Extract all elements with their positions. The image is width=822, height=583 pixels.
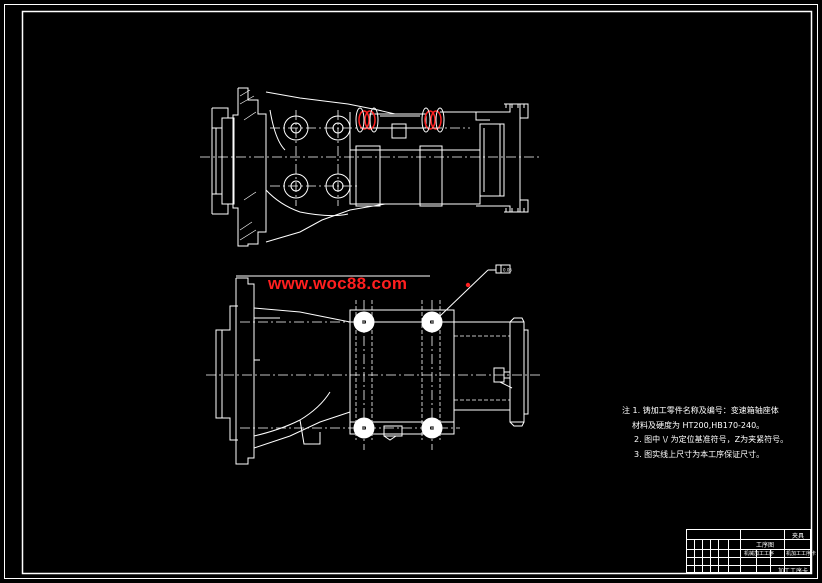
watermark-text: www.woc88.com [268, 274, 408, 293]
note-line-4: 3. 图实线上尺寸为本工序保证尺寸。 [634, 449, 765, 459]
centerlines-front [200, 110, 540, 206]
clamp-point-marker [465, 282, 471, 288]
front-view [211, 87, 529, 247]
note-line-3: 2. 图中 \/ 为定位基准符号，Z为夹紧符号。 [634, 435, 789, 444]
title-block-cell-b: 夹具 [792, 533, 805, 540]
clamp-markers [358, 110, 442, 130]
hidden-lines-plan [235, 290, 510, 454]
title-block-cell-a: 工序图 [756, 542, 775, 549]
note-line-1: 注 1. 铸加工零件名称及编号：变速箱轴座体 [622, 406, 779, 415]
sheet-border [4, 4, 818, 579]
title-block-footer: 加工工序卡 [778, 568, 809, 575]
title-block-cell-c: 机械加工工序 [744, 551, 775, 557]
centerlines-plan [206, 300, 540, 450]
technical-notes: 注 1. 铸加工零件名称及编号：变速箱轴座体 材料及硬度为 HT200,HB17… [622, 404, 788, 462]
title-block [686, 529, 811, 573]
note-line-2: 材料及硬度为 HT200,HB170-240。 [632, 420, 765, 430]
title-block-cell-d: 机加工工序卡 [786, 551, 817, 557]
datum-leader [439, 264, 511, 317]
plan-view [215, 275, 529, 465]
datum-flag-symbol: 0.05 [503, 268, 512, 273]
